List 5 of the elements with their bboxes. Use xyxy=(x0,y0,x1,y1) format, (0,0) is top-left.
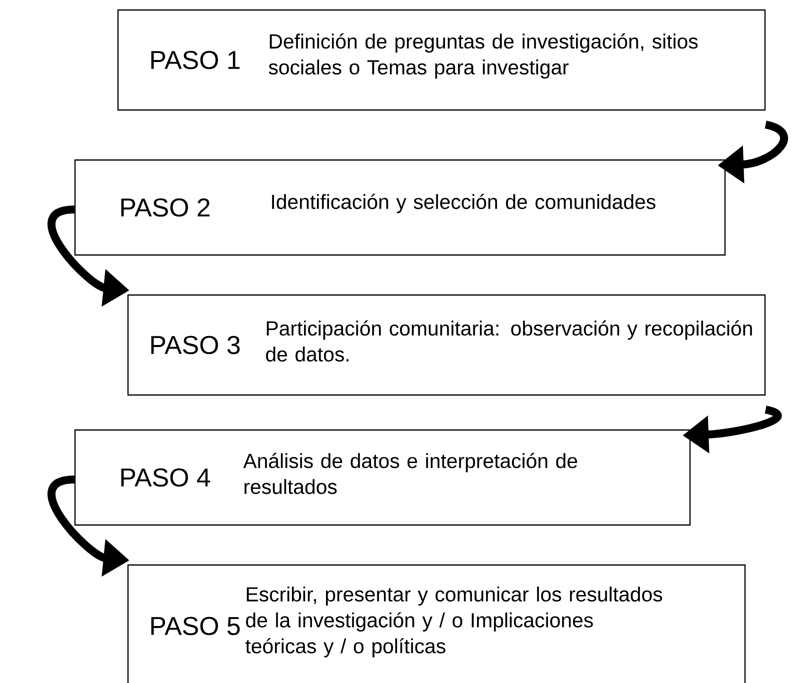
step-box: PASO 5 Escribir, presentar y comunicar los resultados de la investigación y / o Implicaciones teóricas y / o políticas xyxy=(127,564,746,683)
step-box: PASO 4 Análisis de datos e interpretación de resultados xyxy=(74,429,691,526)
step-box: PASO 2 Identificación y selección de comunidades xyxy=(74,159,726,256)
step-box: PASO 1 Definición de preguntas de investigación, sitios sociales o Temas para investigar xyxy=(117,9,766,111)
step-box: PASO 3 Participación comunitaria: observación y recopilación de datos. xyxy=(127,294,766,396)
